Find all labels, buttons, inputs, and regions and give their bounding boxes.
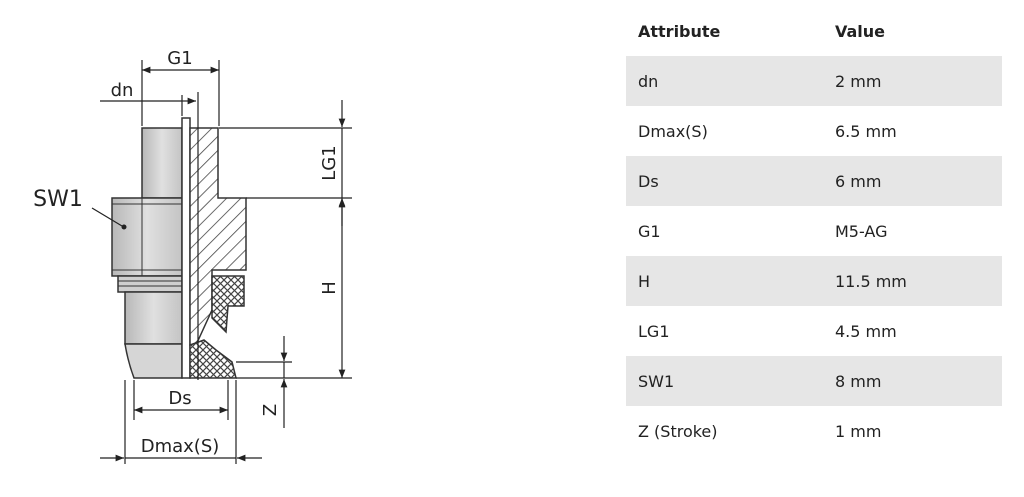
- header-attribute: Attribute: [626, 6, 823, 56]
- row-attribute: LG1: [626, 306, 823, 356]
- label-h: H: [319, 281, 340, 295]
- row-attribute: Z (Stroke): [626, 406, 823, 456]
- table-row: H 11.5 mm: [626, 256, 1002, 306]
- thread-ring: [117, 275, 183, 293]
- table-row: SW1 8 mm: [626, 356, 1002, 406]
- label-dmax: Dmax(S): [141, 436, 220, 457]
- dimensions: [91, 60, 352, 464]
- row-value: 1 mm: [823, 406, 1002, 456]
- table-row: Ds 6 mm: [626, 156, 1002, 206]
- row-attribute: Ds: [626, 156, 823, 206]
- row-value: 6.5 mm: [823, 106, 1002, 156]
- row-value: 11.5 mm: [823, 256, 1002, 306]
- row-attribute: dn: [626, 56, 823, 106]
- thread-section: [141, 127, 183, 199]
- label-lg1: LG1: [319, 145, 340, 180]
- sw1-leader-dot: [121, 224, 127, 230]
- technical-drawing: G1 dn LG1 SW1 H Ds Z Dmax(S): [33, 48, 352, 464]
- label-ds: Ds: [168, 388, 191, 409]
- bore: [181, 117, 191, 379]
- row-value: 6 mm: [823, 156, 1002, 206]
- label-g1: G1: [167, 48, 192, 69]
- row-value: M5-AG: [823, 206, 1002, 256]
- row-attribute: H: [626, 256, 823, 306]
- table-row: G1 M5-AG: [626, 206, 1002, 256]
- seal-ring: [211, 275, 245, 334]
- specification-table: Attribute Value dn 2 mm Dmax(S) 6.5 mm D…: [626, 6, 1002, 456]
- row-attribute: Dmax(S): [626, 106, 823, 156]
- table-row: dn 2 mm: [626, 56, 1002, 106]
- table-row: Dmax(S) 6.5 mm: [626, 106, 1002, 156]
- hex-nut: [111, 197, 183, 277]
- pad-body: [124, 291, 183, 345]
- row-value: 2 mm: [823, 56, 1002, 106]
- pad-section: [181, 117, 247, 379]
- table-row: Z (Stroke) 1 mm: [626, 406, 1002, 456]
- label-z: Z: [260, 404, 281, 416]
- label-sw1: SW1: [33, 187, 83, 212]
- table-header-row: Attribute Value: [626, 6, 1002, 56]
- section-lip: [189, 339, 237, 379]
- table-row: LG1 4.5 mm: [626, 306, 1002, 356]
- row-attribute: SW1: [626, 356, 823, 406]
- row-value: 8 mm: [823, 356, 1002, 406]
- row-attribute: G1: [626, 206, 823, 256]
- header-value: Value: [823, 6, 1002, 56]
- pad-exterior: [111, 127, 183, 379]
- suction-lip: [124, 343, 183, 379]
- label-dn: dn: [111, 80, 134, 101]
- row-value: 4.5 mm: [823, 306, 1002, 356]
